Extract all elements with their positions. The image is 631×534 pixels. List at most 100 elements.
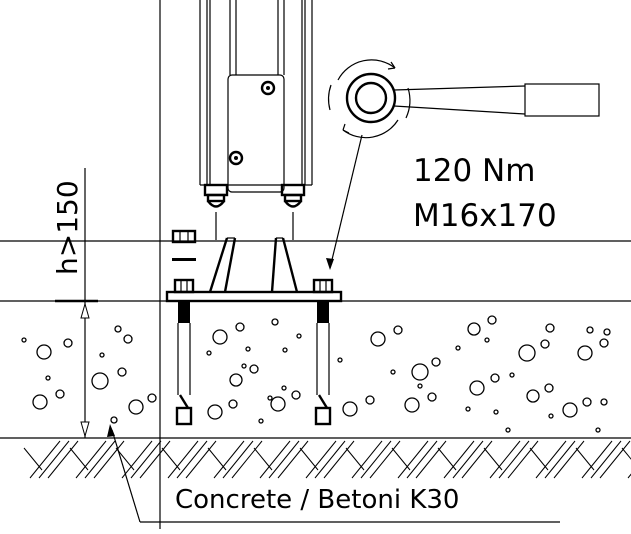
aggregate-circle xyxy=(540,339,550,349)
aggregate-circle xyxy=(365,395,375,405)
hatch-line xyxy=(489,440,521,479)
hatch-line xyxy=(299,447,319,471)
aggregate-circle xyxy=(55,389,65,399)
aggregate-circle xyxy=(267,395,273,401)
aggregate-circle xyxy=(455,345,461,351)
hatch-line xyxy=(305,440,337,479)
bolt-size-label: M16x170 xyxy=(413,198,557,234)
height-dimension xyxy=(55,168,98,438)
height-label: h>150 xyxy=(51,180,84,275)
aggregate-circle xyxy=(128,399,144,415)
aggregate-circle xyxy=(484,337,490,343)
aggregate-circle xyxy=(490,373,500,383)
aggregate-circle xyxy=(249,364,259,374)
hatch-line xyxy=(544,440,576,479)
torque-wrench-icon xyxy=(326,59,600,270)
aggregate-circle xyxy=(599,338,609,348)
ground-hatching xyxy=(23,440,631,479)
aggregate-circle xyxy=(467,322,481,336)
hatch-line xyxy=(69,447,89,471)
aggregate-circle xyxy=(229,373,243,387)
concrete-aggregate xyxy=(21,315,611,433)
aggregate-circle xyxy=(271,318,279,326)
aggregate-circle xyxy=(212,329,228,345)
hatch-line xyxy=(360,440,392,479)
hatch-line xyxy=(161,447,181,471)
aggregate-circle xyxy=(258,418,264,424)
hatch-line xyxy=(391,447,411,471)
aggregate-circle xyxy=(548,413,554,419)
aggregate-circle xyxy=(36,344,52,360)
hatch-line xyxy=(507,440,539,479)
aggregate-circle xyxy=(110,416,118,424)
anchor-bolt-left xyxy=(173,278,195,426)
hatch-line xyxy=(575,447,595,471)
hatch-line xyxy=(75,440,107,479)
hatch-line xyxy=(415,440,447,479)
aggregate-circle xyxy=(509,372,515,378)
aggregate-circle xyxy=(241,363,247,369)
aggregate-circle xyxy=(518,344,536,362)
hatch-line xyxy=(167,440,199,479)
hatch-line xyxy=(483,447,503,471)
aggregate-circle xyxy=(411,363,429,381)
aggregate-circle xyxy=(493,409,499,415)
aggregate-circle xyxy=(562,402,578,418)
base-plate xyxy=(165,237,343,303)
aggregate-circle xyxy=(342,401,358,417)
hatch-line xyxy=(38,440,70,479)
leveling-nut-left xyxy=(203,183,229,240)
hatch-line xyxy=(498,440,530,479)
hatch-line xyxy=(323,440,355,479)
hatch-line xyxy=(345,447,365,471)
aggregate-circle xyxy=(390,369,396,375)
hatch-line xyxy=(621,447,631,460)
hatch-line xyxy=(581,440,613,479)
hatch-line xyxy=(268,440,300,479)
aggregate-circle xyxy=(603,328,611,336)
aggregate-circle xyxy=(206,350,212,356)
hatch-line xyxy=(213,440,245,479)
aggregate-circle xyxy=(431,357,441,367)
hatch-line xyxy=(207,447,227,471)
post-column xyxy=(199,0,313,240)
aggregate-circle xyxy=(370,331,386,347)
hatch-line xyxy=(185,440,217,479)
hatch-line xyxy=(93,440,125,479)
aggregate-circle xyxy=(147,393,157,403)
torque-label: 120 Nm xyxy=(413,153,535,189)
hatch-line xyxy=(452,440,484,479)
aggregate-circle xyxy=(487,315,497,325)
aggregate-circle xyxy=(281,385,287,391)
aggregate-circle xyxy=(114,325,122,333)
aggregate-circle xyxy=(99,352,105,358)
aggregate-circle xyxy=(45,375,51,381)
hatch-line xyxy=(231,440,263,479)
material-label: Concrete / Betoni K30 xyxy=(175,485,459,515)
aggregate-circle xyxy=(586,326,594,334)
aggregate-circle xyxy=(577,345,593,361)
aggregate-circle xyxy=(207,404,223,420)
aggregate-circle xyxy=(91,372,109,390)
hatch-line xyxy=(130,440,162,479)
hatch-line xyxy=(314,440,346,479)
hatch-line xyxy=(529,447,549,471)
aggregate-circle xyxy=(337,357,343,363)
aggregate-circle xyxy=(63,338,73,348)
aggregate-circle xyxy=(595,427,601,433)
aggregate-circle xyxy=(117,367,127,377)
hatch-line xyxy=(47,440,79,479)
aggregate-circle xyxy=(235,322,245,332)
hatch-line xyxy=(121,440,153,479)
aggregate-circle xyxy=(582,397,592,407)
hatch-line xyxy=(23,447,43,471)
hatch-line xyxy=(437,447,457,471)
spare-nut xyxy=(171,229,197,261)
aggregate-circle xyxy=(282,347,288,353)
aggregate-circle xyxy=(228,399,238,409)
aggregate-circle xyxy=(21,337,27,343)
aggregate-circle xyxy=(545,323,555,333)
hatch-line xyxy=(277,440,309,479)
